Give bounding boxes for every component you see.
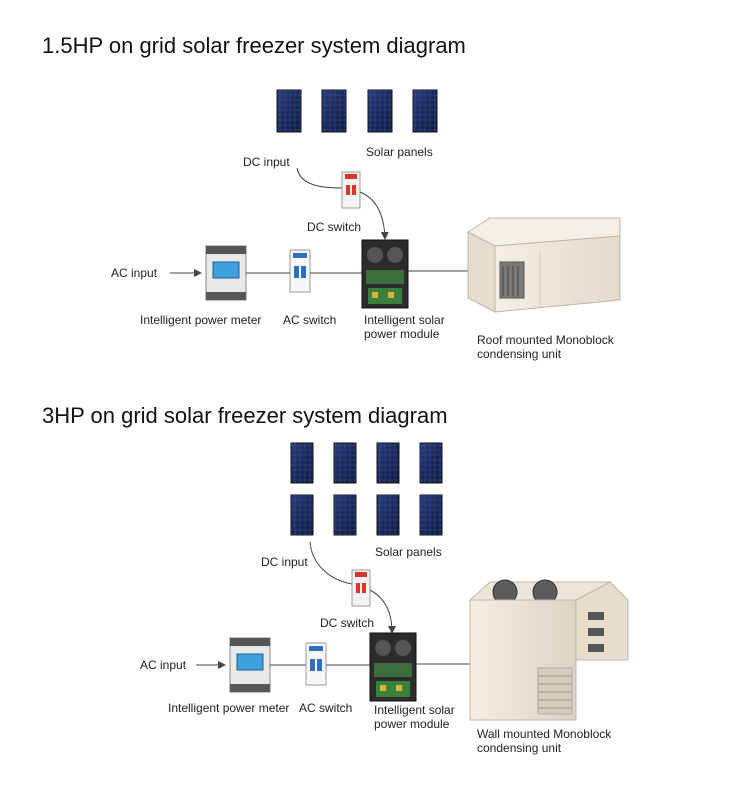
label-condensing-line1: Wall mounted Monoblock [477, 727, 612, 741]
power-module-icon [361, 239, 409, 309]
solar-panel [290, 494, 314, 536]
label-power-module-line1: Intelligent solar [374, 703, 455, 717]
dc-input-wire [296, 167, 343, 189]
solar-panel [367, 89, 393, 133]
power-module-icon [369, 632, 417, 702]
solar-panel [419, 494, 443, 536]
ac-switch-icon [289, 249, 311, 293]
label-power-module-line1: Intelligent solar [364, 313, 445, 327]
solar-panel [290, 442, 314, 484]
diagram-title: 1.5HP on grid solar freezer system diagr… [42, 33, 466, 58]
solar-panel [333, 442, 357, 484]
dc-switch-arrow [369, 589, 396, 634]
label-power-module-line2: power module [364, 327, 440, 341]
label-power-meter: Intelligent power meter [140, 313, 262, 327]
label-ac-switch: AC switch [299, 701, 353, 715]
label-solar-panels: Solar panels [375, 545, 442, 559]
label-dc-switch: DC switch [320, 616, 375, 630]
solar-panel [276, 89, 302, 133]
label-ac-switch: AC switch [283, 313, 337, 327]
label-ac-input: AC input [111, 266, 158, 280]
label-ac-input: AC input [140, 658, 187, 672]
label-power-module-line2: power module [374, 717, 450, 731]
label-solar-panels: Solar panels [366, 145, 433, 159]
label-dc-switch: DC switch [307, 220, 362, 234]
dc-switch-icon [341, 171, 361, 209]
label-condensing-line2: condensing unit [477, 347, 562, 361]
solar-panel [376, 442, 400, 484]
solar-panel [376, 494, 400, 536]
solar-panel [412, 89, 438, 133]
label-power-meter: Intelligent power meter [168, 701, 290, 715]
solar-panel [333, 494, 357, 536]
solar-panel [419, 442, 443, 484]
dc-switch-icon [351, 569, 371, 607]
dc-switch-arrow [359, 191, 389, 240]
label-dc-input: DC input [261, 555, 308, 569]
label-condensing-line2: condensing unit [477, 741, 562, 755]
dc-input-wire [309, 541, 353, 585]
roof-condensing-unit-icon [466, 217, 621, 313]
wall-condensing-unit-icon [468, 579, 629, 721]
power-meter-icon [205, 245, 247, 301]
ac-switch-icon [305, 642, 327, 686]
label-dc-input: DC input [243, 155, 290, 169]
solar-panel [321, 89, 347, 133]
label-condensing-line1: Roof mounted Monoblock [477, 333, 614, 347]
diagram-title: 3HP on grid solar freezer system diagram [42, 403, 448, 428]
power-meter-icon [229, 637, 271, 693]
